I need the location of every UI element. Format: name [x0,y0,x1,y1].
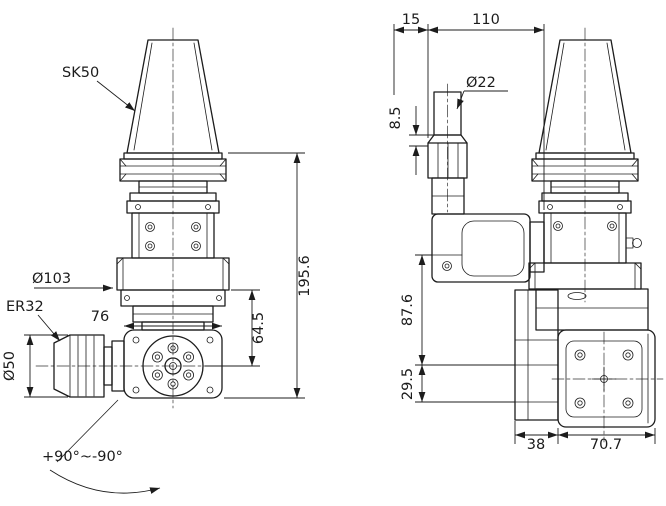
grease-nipple-stem [625,237,634,249]
front-collet-label: ER32 [6,299,44,315]
side-body-drop-dim: 87.6 [400,294,416,326]
front-taper-label: SK50 [62,65,99,81]
front-spindle-center-height-dim: 64.5 [251,312,267,344]
front-view-dimensions [24,80,305,494]
angle-head-housing-side [557,329,656,428]
dia22-leader-line [456,90,465,110]
front-body-width-dim: 76 [91,309,109,325]
side-clamp-height-dim: 29.5 [400,368,416,400]
side-foot-width-right-dim: 70.7 [590,437,622,453]
front-overall-height-dim: 195.6 [297,255,313,297]
side-view [427,27,664,443]
side-shank-diameter-dim: Ø22 [466,75,496,91]
sk50-taper-cone-side [531,39,639,202]
sk50-taper-cone [119,39,227,202]
side-axis-distance-dim: 110 [472,12,500,28]
front-view [35,27,255,409]
side-nose-offset-dim: 8.5 [388,106,404,129]
spindle-arm [431,213,559,421]
er32-collet-nut [53,334,125,398]
front-flange-diameter-dim: Ø103 [32,271,71,287]
side-view-dimensions [393,24,656,444]
side-top-offset-dim: 15 [402,12,420,28]
swivel-arc [49,469,161,494]
swivel-slot [567,292,587,300]
sk50-leader-line [96,80,136,112]
side-foot-width-left-dim: 38 [527,437,545,453]
grease-nipple [632,238,642,248]
front-swivel-range-label: +90°~-90° [42,449,123,465]
spindle-body-side [528,200,649,331]
front-collet-diameter-dim: Ø50 [2,351,18,381]
er32-leader-line [37,314,61,342]
swivel-radius-line [56,399,119,463]
